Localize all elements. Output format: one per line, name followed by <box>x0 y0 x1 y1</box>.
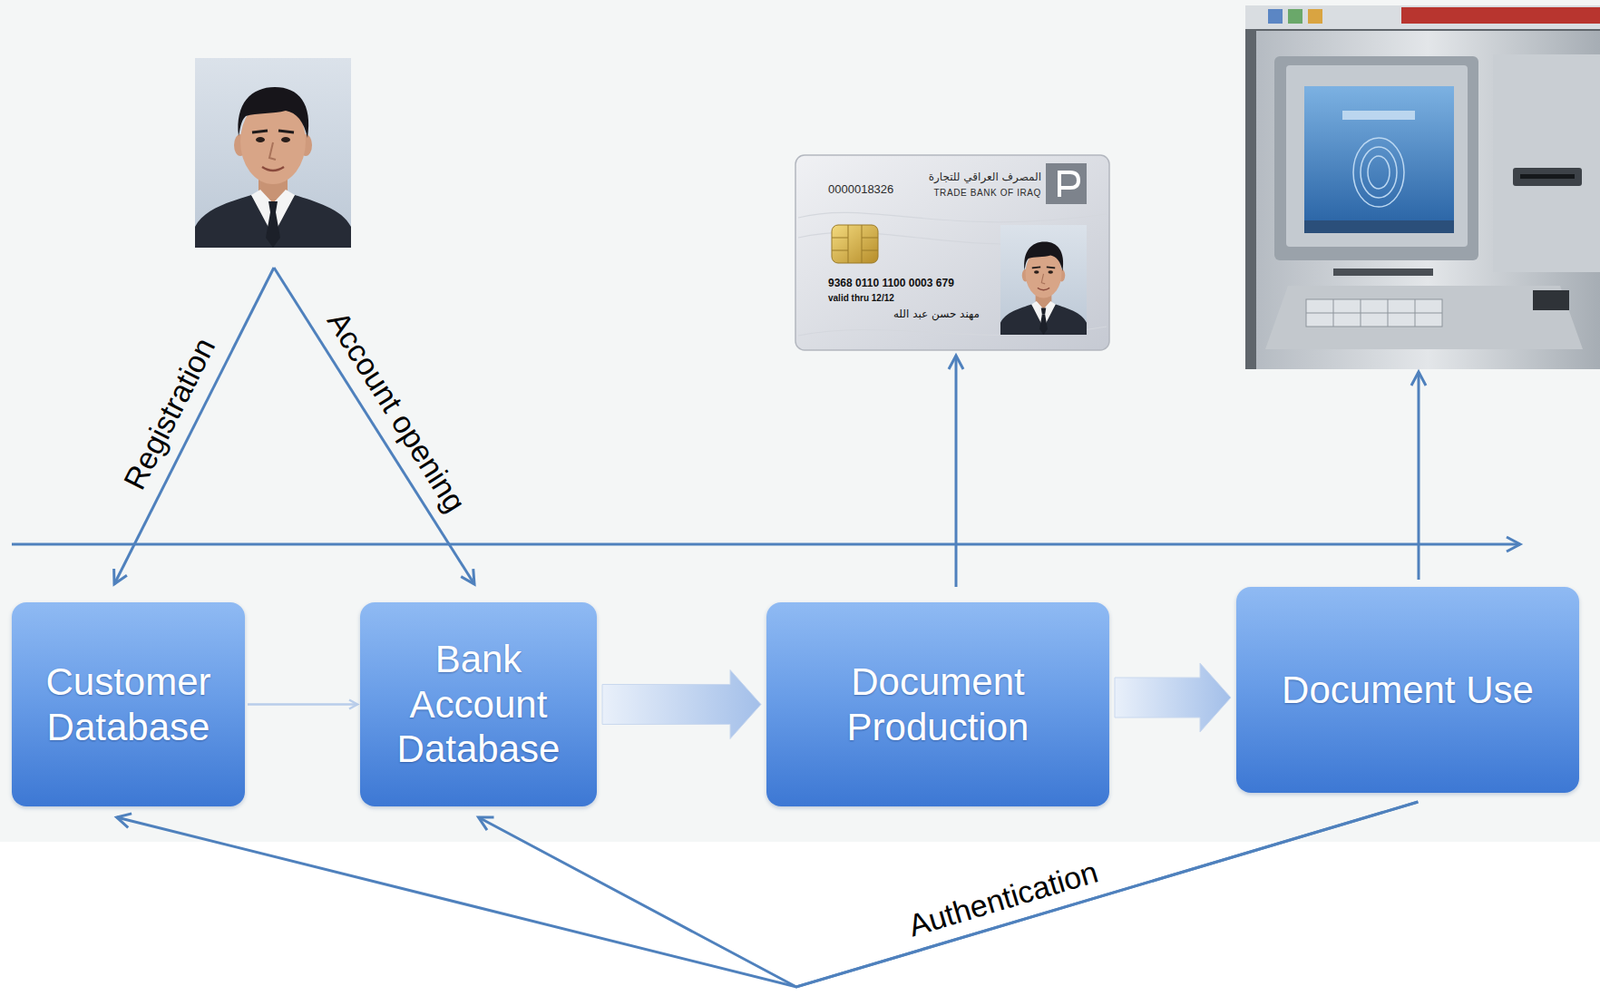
registration-arrow <box>114 267 274 585</box>
atm-screen-strip <box>1304 220 1454 234</box>
atm-icon <box>1268 9 1283 24</box>
chip-contacts <box>831 224 879 264</box>
atm-illustration <box>1245 5 1600 370</box>
box-label: Customer Database <box>22 659 235 750</box>
bank-name: المصرف العراقي للتجارة <box>928 171 1042 185</box>
card-body <box>795 155 1110 351</box>
process-box: Customer Database <box>11 602 245 807</box>
atm-body <box>1256 30 1600 370</box>
cardholder-name: مهند حسن عبد الله <box>893 308 980 322</box>
receipt-slot <box>1333 268 1434 276</box>
card-pattern <box>798 212 1107 336</box>
bank-name: TRADE BANK OF IRAQ <box>933 187 1042 199</box>
customer-photo <box>195 58 352 248</box>
background-panel <box>0 0 1600 842</box>
atm-icon <box>1307 9 1323 24</box>
authentication-arrow <box>117 801 1419 987</box>
card-number: 9368 0110 1100 0003 679 <box>828 277 955 291</box>
link-arrow <box>247 702 358 706</box>
box-label: Document Use <box>1247 667 1569 713</box>
process-box: Document Use <box>1236 586 1580 793</box>
atm-screen <box>1304 86 1454 221</box>
atm-top-band <box>1245 5 1600 30</box>
keypad <box>1306 299 1443 327</box>
atm-bezel-inner <box>1286 65 1468 247</box>
atm-frame <box>1245 5 1600 370</box>
authentication-arrow <box>478 801 1419 987</box>
timeline-arrow <box>11 543 1521 547</box>
edge-label: Authentication <box>904 854 1103 945</box>
atm-shelf <box>1265 285 1583 350</box>
account-opening-arrow <box>273 267 475 585</box>
fingerprint-icon <box>1353 137 1405 207</box>
keypad-keys <box>1306 299 1443 327</box>
atm-side-panel <box>1492 54 1600 273</box>
card-serial: 0000018326 <box>828 183 894 197</box>
card-slot-opening <box>1520 174 1575 179</box>
bank-logo <box>1045 163 1087 205</box>
bank-card <box>795 155 1110 351</box>
block-arrow <box>1114 663 1231 732</box>
box-label: Bank Account Database <box>370 636 586 772</box>
card-expiry: valid thru 12/12 <box>828 292 895 304</box>
block-arrow <box>602 670 761 740</box>
card-photo <box>1000 224 1087 335</box>
use-arrow <box>1417 371 1421 580</box>
card-slot <box>1512 167 1582 186</box>
atm-bezel <box>1274 56 1479 261</box>
process-box: Document Production <box>766 602 1110 807</box>
atm-icon <box>1287 9 1303 24</box>
production-arrow <box>955 355 958 587</box>
pin-pad <box>1532 290 1570 311</box>
bank-logo-mark <box>1059 172 1079 197</box>
process-box: Bank Account Database <box>360 602 597 807</box>
card-chip <box>831 224 879 264</box>
box-label: Document Production <box>777 659 1099 750</box>
atm-screen-bar <box>1342 110 1415 120</box>
atm-sign <box>1401 7 1600 24</box>
